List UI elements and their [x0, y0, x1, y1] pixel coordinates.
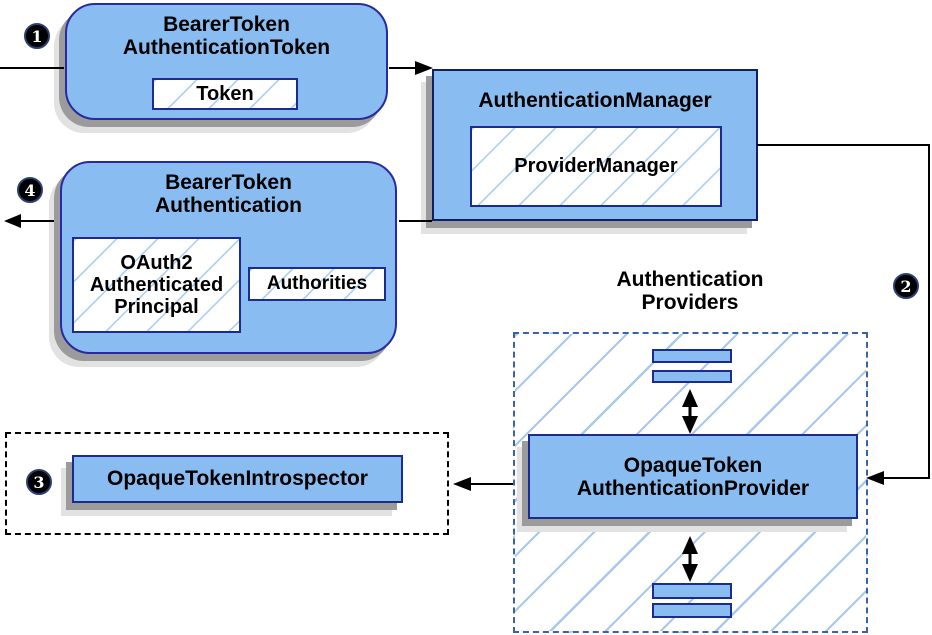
- arrow-authentication-out: [4, 214, 54, 228]
- node-bearer-token-authentication-title: BearerToken Authentication: [62, 163, 395, 217]
- principal-line: OAuth2: [120, 252, 193, 274]
- title-line: BearerToken: [163, 13, 290, 36]
- title-line: Authentication: [155, 194, 302, 217]
- label-line: Authentication: [616, 268, 764, 291]
- step-2-number: 2: [900, 276, 912, 296]
- title-line: AuthenticationToken: [122, 36, 331, 59]
- step-4-badge: 4: [17, 177, 43, 203]
- label-line: Providers: [641, 291, 739, 314]
- node-opaque-token-introspector: OpaqueTokenIntrospector: [72, 455, 403, 503]
- provider-placeholder-bar: [652, 370, 732, 383]
- step-3-number: 3: [33, 472, 45, 492]
- principal-line: Authenticated: [89, 274, 224, 296]
- token-label: Token: [196, 82, 254, 105]
- title-line: OpaqueToken: [623, 453, 763, 477]
- provider-placeholder-bar: [652, 603, 732, 618]
- arrow-provider-to-introspector: [453, 477, 513, 491]
- authentication-providers-label: Authentication Providers: [555, 268, 825, 314]
- node-provider-manager: ProviderManager: [470, 126, 722, 207]
- provider-manager-label: ProviderManager: [514, 155, 678, 177]
- node-token: Token: [152, 78, 298, 110]
- node-authentication-manager-title: AuthenticationManager: [434, 71, 756, 112]
- node-authorities: Authorities: [248, 267, 386, 301]
- node-bearer-token-authentication-token-title: BearerToken AuthenticationToken: [67, 5, 386, 59]
- node-opaque-token-authentication-provider: OpaqueToken AuthenticationProvider: [528, 434, 858, 519]
- provider-placeholder-bar: [652, 349, 732, 363]
- authorities-label: Authorities: [266, 273, 368, 294]
- opaque-token-introspector-label: OpaqueTokenIntrospector: [107, 467, 368, 490]
- step-1-badge: 1: [24, 23, 50, 49]
- principal-line: Principal: [114, 296, 199, 318]
- node-bearer-token-authentication-token: BearerToken AuthenticationToken Token: [65, 3, 388, 120]
- step-3-badge: 3: [26, 469, 52, 495]
- step-1-number: 1: [31, 26, 43, 46]
- node-authentication-manager: AuthenticationManager ProviderManager: [432, 69, 758, 221]
- step-2-badge: 2: [893, 273, 919, 299]
- title-line: BearerToken: [165, 171, 292, 194]
- node-oauth2-authenticated-principal: OAuth2 Authenticated Principal: [72, 237, 241, 333]
- authentication-providers-area: OpaqueToken AuthenticationProvider: [513, 332, 868, 633]
- arrow-token-to-manager: [389, 61, 433, 75]
- opaque-token-introspector-container: OpaqueTokenIntrospector: [5, 432, 449, 535]
- provider-placeholder-bar: [652, 583, 732, 599]
- step-4-number: 4: [24, 180, 36, 200]
- title-line: AuthenticationManager: [478, 89, 712, 112]
- title-line: AuthenticationProvider: [576, 476, 810, 500]
- node-bearer-token-authentication: BearerToken Authentication OAuth2 Authen…: [60, 161, 397, 354]
